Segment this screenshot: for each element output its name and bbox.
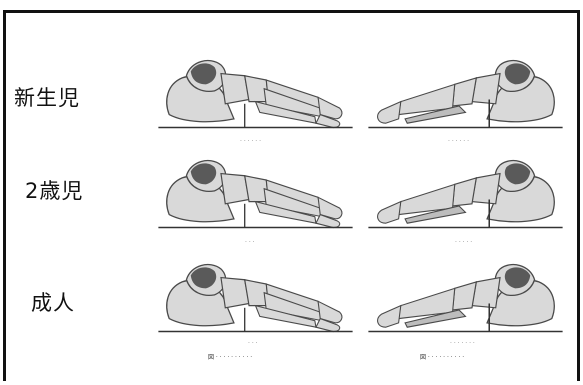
newborn-medial-foot-figure [368, 52, 563, 134]
newborn-right-caption: · · · · · · [448, 138, 469, 145]
adult-left-caption: · · · [248, 340, 258, 347]
newborn-left-caption: · · · · · · [240, 138, 261, 145]
age2-left-caption: · · · [245, 239, 255, 246]
age2-lateral-foot-figure [158, 152, 353, 234]
adult-medial-foot-figure [368, 256, 563, 338]
newborn-lateral-foot-figure [158, 52, 353, 134]
figure-caption-right: 図 · · · · · · · · · · [420, 352, 464, 361]
label-newborn: 新生児 [14, 82, 80, 112]
label-age2: 2歳児 [25, 175, 83, 205]
age2-right-caption: · · · · · [455, 239, 472, 246]
age2-medial-foot-figure [368, 152, 563, 234]
figure-caption-left: 図 · · · · · · · · · · [208, 352, 252, 361]
label-adult: 成人 [31, 287, 75, 317]
adult-right-caption: · · · · · · · [450, 340, 475, 347]
adult-lateral-foot-figure [158, 256, 353, 338]
